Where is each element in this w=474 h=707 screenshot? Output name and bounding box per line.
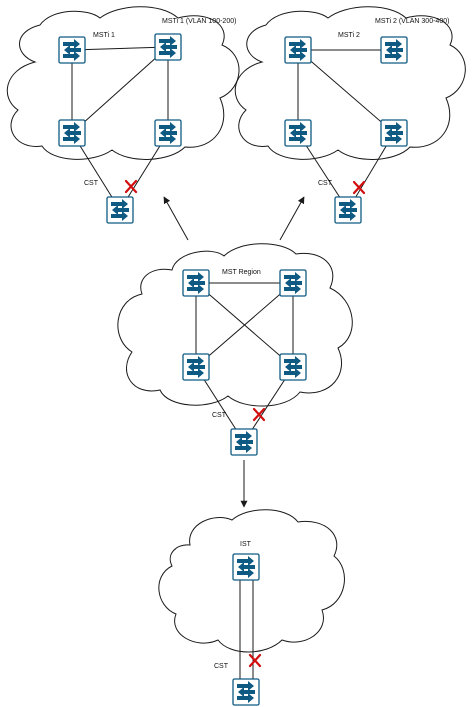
ist-blocked-port-icon bbox=[248, 653, 262, 668]
msti1-switch-cst bbox=[106, 196, 134, 224]
cloud-msti2 bbox=[234, 6, 466, 160]
msti2-switch-bottom-right bbox=[380, 119, 408, 147]
msti1-blocked-port-icon bbox=[124, 179, 138, 194]
msti1-switch-bottom-left bbox=[58, 119, 86, 147]
region-cst-label: CST bbox=[212, 412, 227, 419]
msti2-label: MSTi 2 bbox=[338, 32, 360, 39]
msti1-switch-bottom-right bbox=[154, 119, 182, 147]
ist-cst-label: CST bbox=[214, 663, 229, 670]
region-switch-bottom-right bbox=[279, 353, 307, 381]
region-switch-cst bbox=[230, 428, 258, 456]
msti1-switch-top-left bbox=[58, 36, 86, 64]
msti2-switch-bottom-left bbox=[284, 119, 312, 147]
cloud-ist bbox=[158, 509, 345, 653]
arrow-to-msti2 bbox=[279, 196, 305, 241]
arrow-to-msti1 bbox=[163, 196, 189, 241]
msti1-title: MSTi 1 (VLAN 100-200) bbox=[162, 18, 236, 25]
region-label: MST Region bbox=[222, 269, 261, 276]
region-blocked-port-icon bbox=[252, 407, 266, 422]
ist-switch-top bbox=[232, 553, 260, 581]
msti2-switch-top-right bbox=[380, 36, 408, 64]
msti2-switch-top-left bbox=[284, 36, 312, 64]
region-switch-bottom-left bbox=[182, 353, 210, 381]
msti2-blocked-port-icon bbox=[352, 180, 366, 195]
msti2-switch-cst bbox=[334, 196, 362, 224]
ist-label: IST bbox=[240, 541, 252, 548]
cloud-msti1 bbox=[6, 6, 240, 160]
ist-links bbox=[239, 580, 254, 692]
region-switch-top-left bbox=[182, 269, 210, 297]
msti1-cst-label: CST bbox=[84, 180, 99, 187]
msti1-label: MSTi 1 bbox=[93, 32, 115, 39]
msti2-cst-label: CST bbox=[318, 180, 333, 187]
msti2-title: MSTi 2 (VLAN 300-400) bbox=[375, 18, 449, 25]
region-switch-top-right bbox=[279, 269, 307, 297]
msti1-switch-top-right bbox=[154, 33, 182, 61]
ist-switch-cst bbox=[232, 678, 260, 706]
